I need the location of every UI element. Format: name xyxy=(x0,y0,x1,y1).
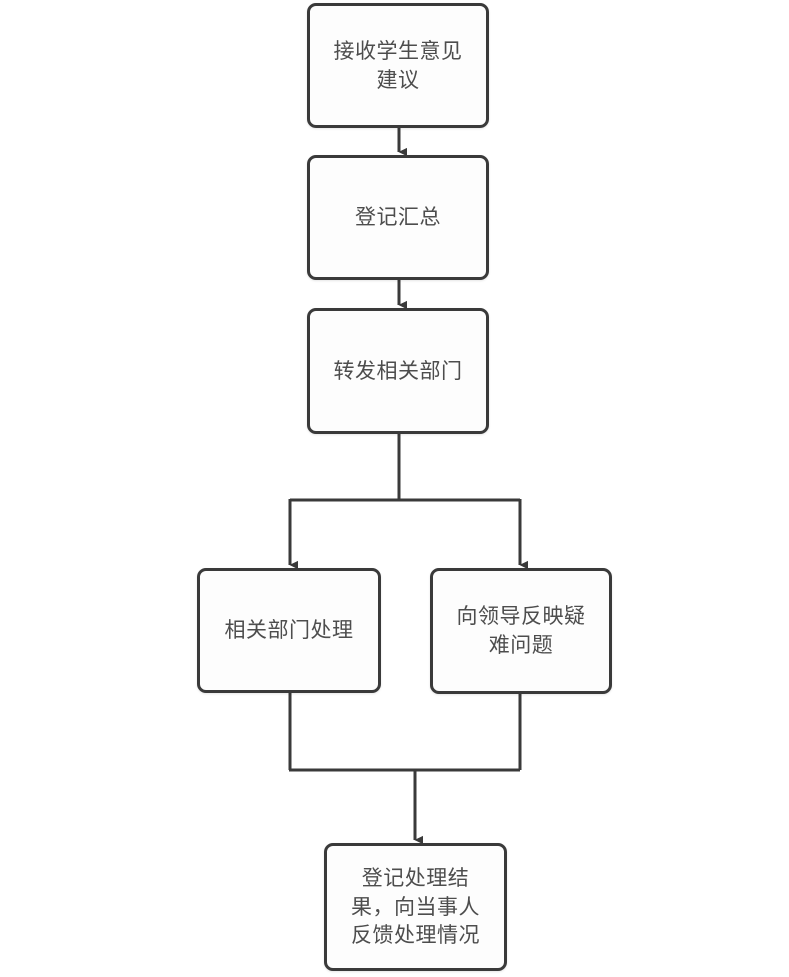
node-label: 登记汇总 xyxy=(355,205,441,230)
edge-merge-to-record-feed xyxy=(289,768,520,845)
node-label: 向领导反映疑 难问题 xyxy=(456,604,586,657)
node-label: 相关部门处理 xyxy=(224,618,354,643)
node-receive-student-feedback[interactable]: 接收学生意见 建议 xyxy=(307,3,489,128)
node-label: 转发相关部门 xyxy=(333,358,463,383)
node-label: 登记处理结 果，向当事人 反馈处理情况 xyxy=(351,865,480,948)
edge-forward-to-split xyxy=(290,434,520,502)
node-label: 接收学生意见 建议 xyxy=(333,38,463,92)
node-forward-to-department[interactable]: 转发相关部门 xyxy=(307,308,489,434)
node-report-difficult-issues-to-leader[interactable]: 向领导反映疑 难问题 xyxy=(430,568,612,694)
node-department-handles[interactable]: 相关部门处理 xyxy=(197,568,381,693)
node-record-result-and-feedback[interactable]: 登记处理结 果，向当事人 反馈处理情况 xyxy=(324,843,507,971)
node-register-summary[interactable]: 登记汇总 xyxy=(307,155,489,280)
